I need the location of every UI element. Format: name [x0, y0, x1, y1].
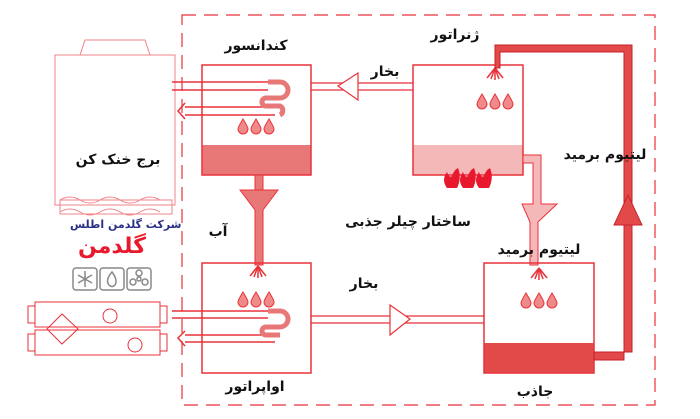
- generator-label: ژنراتور: [430, 27, 480, 43]
- logo-brand: گلدمن: [78, 234, 146, 259]
- absorber-liquid: [484, 343, 594, 373]
- generator-box: [412, 64, 524, 176]
- libr-strong-loop: [494, 44, 643, 361]
- vapor-pipe-top: [311, 71, 413, 102]
- libr-weak-arrow: [521, 154, 559, 266]
- diagram-title: ساختار چیلر جذبی: [345, 214, 471, 230]
- condenser-coil-pipes: [172, 79, 291, 120]
- generator-liquid: [413, 145, 523, 175]
- flame-icon: [99, 267, 125, 291]
- air-handling-unit: [27, 301, 168, 356]
- condenser-label: کندانسور: [224, 38, 288, 54]
- evaporator-label: اواپراتور: [225, 379, 285, 395]
- system-boundary: [181, 14, 656, 406]
- libr-label-right: لیتیوم برمید: [563, 147, 647, 163]
- fan-icon: [126, 267, 152, 291]
- snowflake-icon: [72, 267, 98, 291]
- libr-label-absorber: لیتیوم برمید: [497, 242, 581, 258]
- evaporator-coil-pipes: [172, 308, 291, 347]
- condenser-liquid: [202, 145, 311, 175]
- vapor-label-bottom: بخار: [349, 276, 379, 292]
- logo-icons: [72, 267, 152, 291]
- water-arrow: [239, 174, 279, 266]
- water-label: آب: [208, 224, 228, 240]
- absorber-box: [483, 262, 595, 374]
- vapor-pipe-bottom: [311, 303, 484, 337]
- flame-icons: [444, 168, 492, 188]
- logo-company-name: شرکت گلدمن اطلس: [70, 218, 182, 231]
- cooling-tower-label: برج خنک کن: [75, 152, 161, 168]
- vapor-label-top: بخار: [370, 64, 400, 80]
- absorber-label: جاذب: [516, 384, 554, 400]
- cooling-tower: [54, 39, 176, 216]
